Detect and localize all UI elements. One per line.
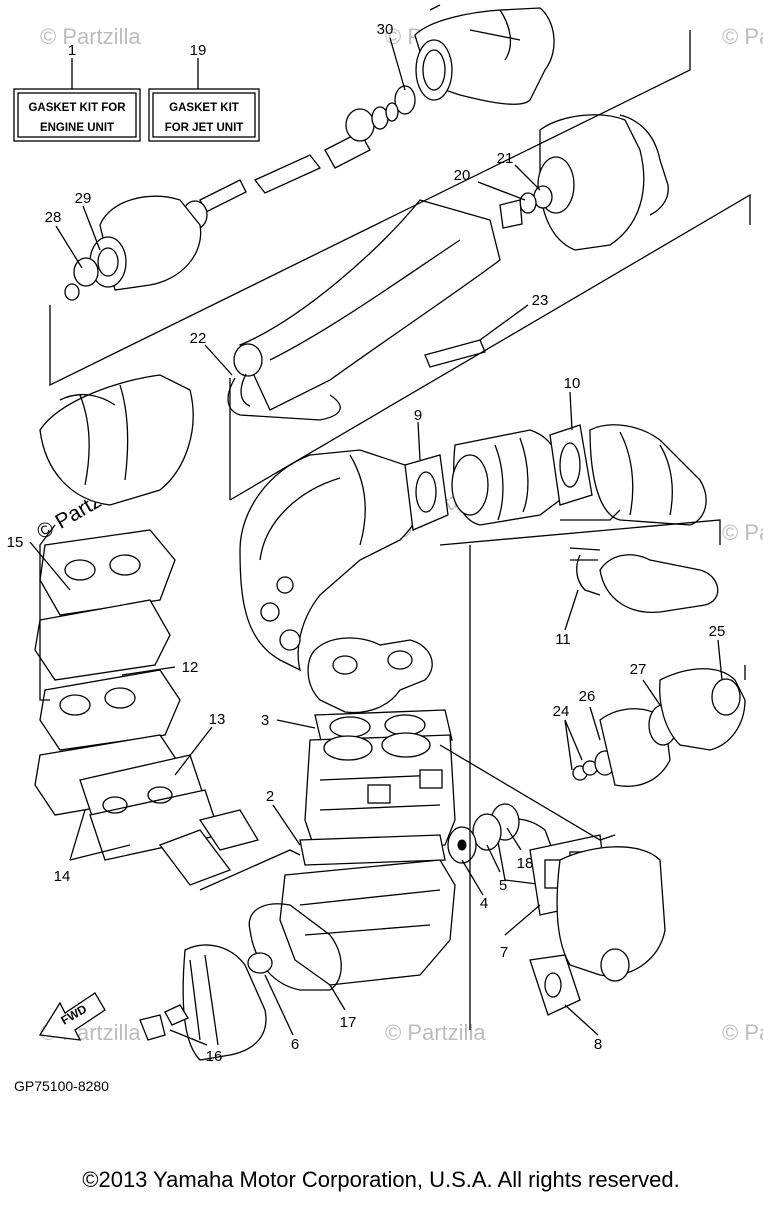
- engine-parts: [34, 524, 746, 1061]
- diagram-code: GP75100-8280: [14, 1078, 109, 1094]
- callout-28: 28: [45, 209, 62, 226]
- fwd-arrow: FWD: [38, 992, 106, 1041]
- callout-18: 18: [517, 855, 534, 872]
- callout-12: 12: [182, 659, 199, 676]
- callout-8: 8: [594, 1036, 602, 1053]
- callout-6: 6: [291, 1036, 299, 1053]
- callout-10: 10: [564, 375, 581, 392]
- callout-29: 29: [75, 190, 92, 207]
- kit-engine-box: GASKET KIT FOR ENGINE UNIT: [13, 88, 141, 142]
- callout-5: 5: [499, 877, 507, 894]
- svg-text:© Partzilla: © Partzilla: [385, 1020, 486, 1045]
- callout-19: 19: [190, 42, 207, 59]
- callout-16: 16: [206, 1048, 223, 1065]
- callout-4: 4: [480, 895, 488, 912]
- svg-text:© Partzilla: © Partzilla: [722, 520, 763, 545]
- callout-15: 15: [7, 534, 24, 551]
- svg-text:© Partzilla: © Partzilla: [722, 1020, 763, 1045]
- svg-text:FOR JET UNIT: FOR JET UNIT: [165, 122, 244, 134]
- callout-26: 26: [579, 688, 596, 705]
- callout-30: 30: [377, 21, 394, 38]
- callout-1: 1: [68, 42, 76, 59]
- svg-text:© Partzilla: © Partzilla: [722, 24, 763, 49]
- ring-30: [394, 85, 416, 115]
- svg-text:GASKET KIT FOR: GASKET KIT FOR: [28, 102, 126, 114]
- svg-text:GASKET KIT: GASKET KIT: [169, 102, 239, 114]
- callout-27: 27: [630, 661, 647, 678]
- callout-2: 2: [266, 788, 274, 805]
- callout-numbers: 1 19 30 21 20 29 28 23 22 10 9 15 11 25 …: [7, 21, 726, 1065]
- callout-14: 14: [54, 868, 71, 885]
- callout-17: 17: [340, 1014, 357, 1031]
- callout-22: 22: [190, 330, 207, 347]
- leader-lines: [29, 37, 723, 1046]
- callout-7: 7: [500, 944, 508, 961]
- callout-25: 25: [709, 623, 726, 640]
- callout-21: 21: [497, 150, 514, 167]
- callout-24: 24: [553, 703, 570, 720]
- exhaust-parts: [39, 374, 721, 672]
- svg-text:© Partzilla: © Partzilla: [40, 24, 141, 49]
- callout-13: 13: [209, 711, 226, 728]
- callout-11: 11: [555, 631, 571, 648]
- callout-20: 20: [454, 167, 471, 184]
- jet-unit-parts: [49, 4, 751, 501]
- callout-23: 23: [532, 292, 549, 309]
- callout-3: 3: [261, 712, 269, 729]
- kit-jet-box: GASKET KIT FOR JET UNIT: [148, 88, 260, 142]
- svg-text:ENGINE UNIT: ENGINE UNIT: [40, 122, 114, 134]
- copyright-notice: ©2013 Yamaha Motor Corporation, U.S.A. A…: [82, 1167, 679, 1192]
- callout-9: 9: [414, 407, 422, 424]
